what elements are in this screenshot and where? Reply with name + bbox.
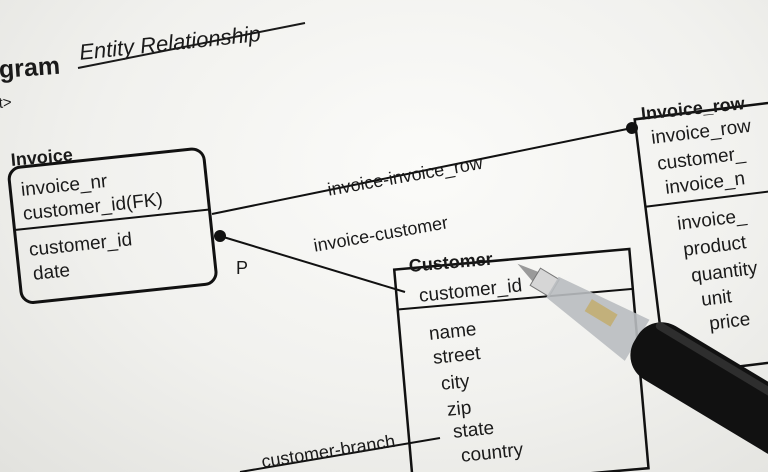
customer-attr-state: state: [452, 418, 495, 444]
page-title-fragment: gram: [0, 52, 61, 85]
invoice-attr-date: date: [32, 260, 71, 286]
header-small-fragment: t>: [0, 94, 12, 112]
customer-attr-city: city: [440, 371, 471, 396]
rel-cardinality-p: P: [236, 258, 248, 279]
invoice-row-attr-unit: unit: [700, 286, 733, 312]
customer-attr-zip: zip: [446, 397, 472, 421]
rel-startpoint-dot: [214, 230, 226, 242]
rel-endpoint-dot: [626, 122, 638, 134]
